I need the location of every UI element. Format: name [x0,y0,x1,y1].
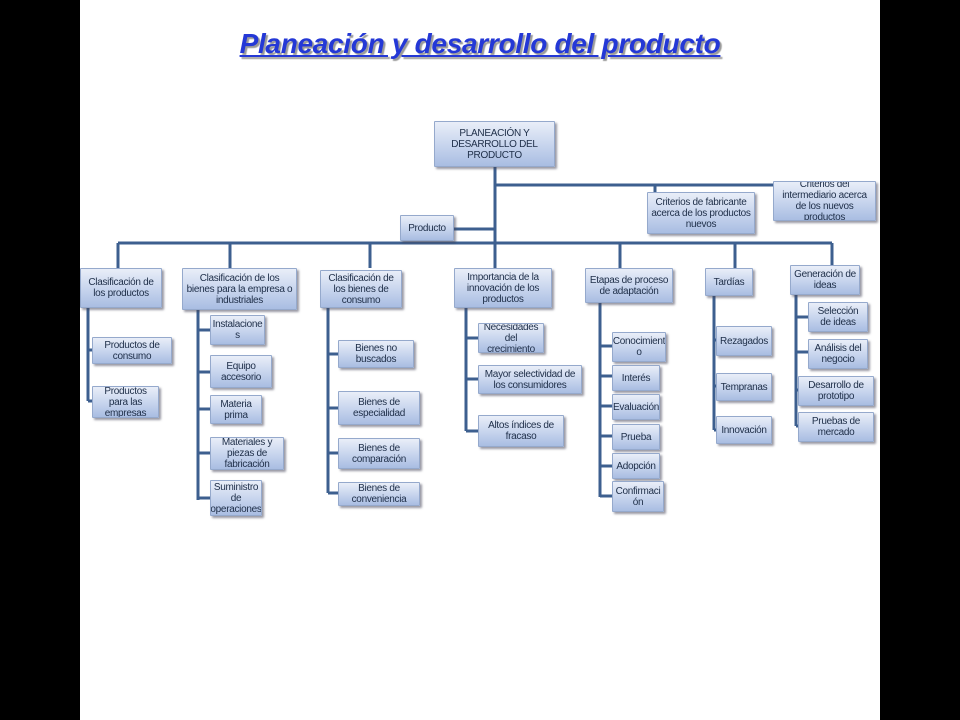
node-label: Mayor selectividad de los consumidores [484,368,576,391]
node-label: Interés [621,372,651,384]
node-importancia-innovacion: Importancia de la innovación de los prod… [454,268,552,308]
node-producto-label: Producto [408,222,446,234]
node-label: Innovación [721,424,767,436]
node-label: Clasificación de los bienes para la empr… [186,272,293,306]
node-label: Desarrollo de prototipo [808,380,864,402]
node-root: PLANEACIÓN Y DESARROLLO DEL PRODUCTO [434,121,555,167]
node-label: Tardías [713,276,745,288]
node-conocimiento: Conocimient o [612,332,666,362]
node-seleccion-ideas: Selección de ideas [808,302,868,332]
node-label: Productos para las empresas [104,386,147,418]
node-label: Etapas de proceso de adaptación [589,274,669,297]
node-label: Instalacione s [212,319,263,341]
node-desarrollo-prototipo: Desarrollo de prototipo [798,376,874,406]
node-label: Productos de consumo [104,339,160,362]
node-label: Materia prima [220,398,252,421]
node-productos-empresas: Productos para las empresas [92,386,159,418]
node-bienes-conveniencia: Bienes de conveniencia [338,482,420,506]
node-prueba: Prueba [612,424,660,450]
node-label: Bienes de especialidad [353,397,405,419]
node-label: Bienes de comparación [352,442,406,465]
node-pruebas-mercado: Pruebas de mercado [798,412,874,442]
slide: Planeación y desarrollo del producto [80,0,880,720]
node-label: Análisis del negocio [814,343,862,365]
node-tardias: Tardías [705,268,753,296]
node-equipo-accesorio: Equipo accesorio [210,355,272,388]
node-producto: Producto [400,215,454,241]
node-root-label: PLANEACIÓN Y DESARROLLO DEL PRODUCTO [451,127,538,161]
node-label: Pruebas de mercado [811,416,861,438]
node-label: Prueba [620,431,652,443]
node-clasificacion-bienes-empresa: Clasificación de los bienes para la empr… [182,268,297,310]
node-productos-consumo: Productos de consumo [92,337,172,364]
node-criterios-intermediario: Criterios del intermediario acerca de lo… [773,181,876,221]
connector-lines [86,167,834,500]
node-clasificacion-productos: Clasificación de los productos [80,268,162,308]
node-label: Bienes de conveniencia [351,483,407,505]
node-label: Clasificación de los bienes de consumo [328,272,394,306]
node-label: Confirmaci ón [615,485,661,508]
node-criterios-intermediario-label: Criterios del intermediario acerca de lo… [782,181,867,221]
node-materia-prima: Materia prima [210,395,262,424]
slide-title: Planeación y desarrollo del producto [239,28,721,59]
node-label: Conocimient o [612,336,666,358]
node-tempranas: Tempranas [716,373,772,401]
node-label: Importancia de la innovación de los prod… [466,271,540,305]
node-label: Selección de ideas [817,306,859,328]
node-label: Rezagados [720,335,768,347]
node-label: Necesidades del crecimiento [483,323,539,353]
node-label: Altos índices de fracaso [488,420,554,442]
node-materiales-piezas: Materiales y piezas de fabricación [210,437,284,470]
node-bienes-no-buscados: Bienes no buscados [338,340,414,368]
node-label: Generación de ideas [794,269,856,291]
node-etapas-adaptacion: Etapas de proceso de adaptación [585,268,673,303]
node-evaluacion: Evaluación [612,394,660,420]
node-label: Suministro de operaciones [210,481,262,515]
node-altos-indices-fracaso: Altos índices de fracaso [478,415,564,447]
node-generacion-ideas: Generación de ideas [790,265,860,295]
node-bienes-especialidad: Bienes de especialidad [338,391,420,425]
node-necesidades-crecimiento: Necesidades del crecimiento [478,323,544,353]
node-innovacion: Innovación [716,416,772,444]
node-instalaciones: Instalacione s [210,315,265,345]
node-rezagados: Rezagados [716,326,772,356]
node-interes: Interés [612,365,660,391]
node-label: Adopción [616,460,656,472]
node-analisis-negocio: Análisis del negocio [808,339,868,369]
node-label: Clasificación de los productos [88,277,154,299]
node-label: Materiales y piezas de fabricación [221,437,273,470]
node-label: Tempranas [720,381,768,393]
node-suministro-operaciones: Suministro de operaciones [210,480,262,516]
node-label: Evaluación [613,401,659,413]
node-adopcion: Adopción [612,453,660,479]
node-bienes-comparacion: Bienes de comparación [338,438,420,469]
node-clasificacion-bienes-consumo: Clasificación de los bienes de consumo [320,270,402,308]
node-mayor-selectividad: Mayor selectividad de los consumidores [478,365,582,394]
node-confirmacion: Confirmaci ón [612,481,664,512]
node-criterios-fabricante-label: Criterios de fabricante acerca de los pr… [651,196,751,230]
node-criterios-fabricante: Criterios de fabricante acerca de los pr… [647,192,755,234]
node-label: Bienes no buscados [355,343,397,365]
node-label: Equipo accesorio [220,360,262,383]
